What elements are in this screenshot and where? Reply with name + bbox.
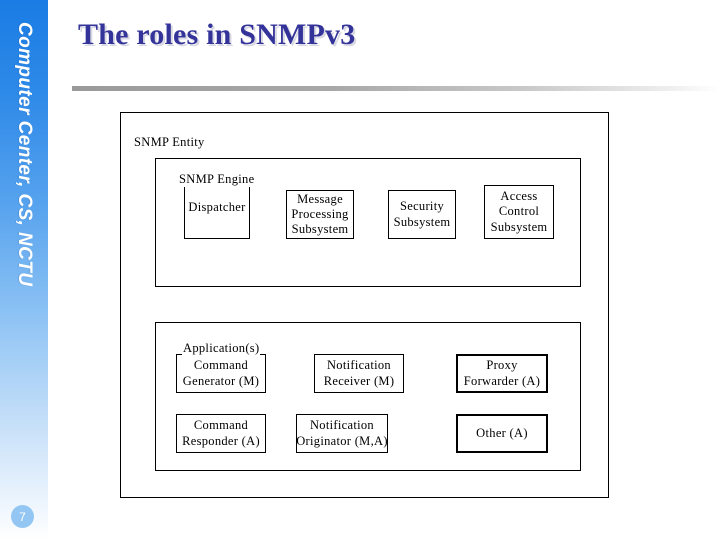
applications-label: Application(s) (182, 341, 261, 356)
snmp-entity-container: SNMP Entity SNMP Engine Dispatcher Messa… (120, 112, 609, 498)
sidebar-band: Computer Center, CS, NCTU (0, 0, 48, 540)
node-other-line-1: Other (A) (476, 425, 528, 440)
node-security-line-1: Security (399, 199, 445, 214)
page-number-badge: 7 (11, 505, 34, 528)
node-dispatcher-line-1: Dispatcher (188, 200, 246, 215)
node-command-generator-line-2: Generator (M) (182, 373, 260, 388)
snmp-engine-label: SNMP Engine (178, 172, 256, 187)
sidebar-affiliation-label: Computer Center, CS, NCTU (14, 22, 35, 287)
node-access-control-line-1: Access (500, 189, 538, 204)
node-proxy-forwarder-line-1: Proxy (486, 358, 518, 373)
title-divider-rule (72, 86, 720, 91)
node-notification-receiver-line-2: Receiver (M) (323, 373, 395, 388)
node-security-subsystem: Security Subsystem (388, 190, 456, 239)
node-dispatcher: Dispatcher (184, 177, 250, 239)
node-command-generator: Command Generator (M) (176, 354, 266, 393)
node-command-responder-line-1: Command (193, 418, 249, 433)
node-message-processing-line-3: Subsystem (291, 222, 349, 237)
node-access-control-line-2: Control (498, 204, 540, 219)
node-notification-originator: Notification Originator (M,A) (296, 414, 388, 453)
node-proxy-forwarder: Proxy Forwarder (A) (456, 354, 548, 393)
node-command-responder: Command Responder (A) (176, 414, 266, 453)
node-notification-originator-line-1: Notification (309, 418, 374, 433)
node-command-generator-line-1: Command (193, 358, 249, 373)
node-command-responder-line-2: Responder (A) (182, 433, 260, 448)
node-access-control-subsystem: Access Control Subsystem (484, 185, 554, 239)
node-notification-receiver: Notification Receiver (M) (314, 354, 404, 393)
node-security-line-2: Subsystem (393, 214, 451, 229)
node-message-processing-line-1: Message (297, 191, 343, 206)
node-message-processing-subsystem: Message Processing Subsystem (286, 190, 354, 239)
page-title: The roles in SNMPv3 (78, 18, 356, 51)
node-message-processing-line-2: Processing (291, 206, 349, 221)
snmp-entity-label: SNMP Entity (134, 135, 205, 149)
node-proxy-forwarder-line-2: Forwarder (A) (463, 373, 541, 388)
node-notification-receiver-line-1: Notification (326, 358, 391, 373)
node-notification-originator-line-2: Originator (M,A) (296, 433, 388, 448)
node-access-control-line-3: Subsystem (490, 219, 548, 234)
node-other: Other (A) (456, 414, 548, 453)
